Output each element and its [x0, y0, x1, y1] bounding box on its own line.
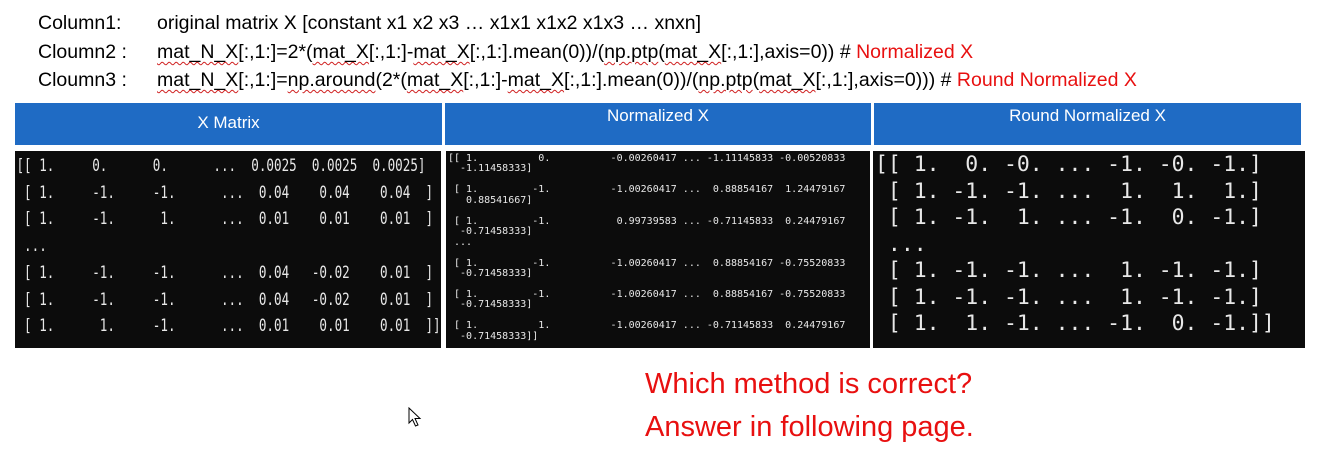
column3-code-var: mat_X — [507, 69, 565, 91]
answer-hint-text: Answer in following page. — [645, 411, 974, 443]
normalized-x-header: Normalized X — [445, 103, 871, 145]
x-matrix-title: X Matrix — [197, 113, 260, 132]
header-line-column2: Cloumn2 :mat_N_X[:,1:]=2*(mat_X[:,1:]-ma… — [38, 41, 973, 64]
column2-code-var: mat_X — [312, 41, 369, 63]
column1-description: original matrix X [constant x1 x2 x3 … x… — [157, 12, 702, 34]
mouse-pointer-icon — [408, 407, 422, 427]
round-normalized-x-title: Round Normalized X — [1009, 106, 1166, 125]
column2-code-var: mat_X — [664, 41, 722, 63]
column1-label: Column1: — [38, 12, 122, 34]
column2-code-var: mat_N_X — [157, 41, 239, 63]
column3-code-part: ( — [752, 69, 760, 91]
x-matrix-terminal: [[ 1. 0. 0. ... 0.0025 0.0025 0.0025] [ … — [15, 151, 441, 348]
column3-code-part: [:,1:]- — [463, 69, 508, 91]
normalized-x-output: [[ 1. 0. -0.00260417 ... -1.11145833 -0.… — [448, 153, 846, 342]
column2-code-part: ( — [658, 41, 665, 63]
column3-code-part: [:,1:].mean(0))/( — [564, 69, 699, 91]
column3-code-part: [:,1:],axis=0))) # — [815, 69, 957, 91]
column3-code-part: (2*( — [375, 69, 407, 91]
x-matrix-output: [[ 1. 0. 0. ... 0.0025 0.0025 0.0025] [ … — [16, 156, 441, 337]
column3-note: Round Normalized X — [956, 69, 1137, 91]
x-matrix-header: X Matrix — [15, 103, 442, 145]
column2-note: Normalized X — [856, 41, 974, 63]
normalized-x-terminal: [[ 1. 0. -0.00260417 ... -1.11145833 -0.… — [446, 151, 870, 348]
column2-code-part: [:,1:],axis=0)) # — [721, 41, 857, 63]
normalized-x-title: Normalized X — [606, 106, 710, 125]
column3-code-var: mat_X — [406, 69, 464, 91]
column3-code-var: mat_N_X — [157, 69, 239, 91]
header-line-column3: Cloumn3 :mat_N_X[:,1:]=np.around(2*(mat_… — [38, 69, 1137, 92]
header-line-column1: Column1: original matrix X [constant x1 x… — [38, 12, 701, 35]
column2-code-var: mat_X — [413, 41, 470, 63]
column2-code-part: [:,1:]=2*( — [238, 41, 313, 63]
column2-code-part: [:,1:]- — [368, 41, 414, 63]
round-normalized-x-terminal: [[ 1. 0. -0. ... -1. -0. -1.] [ 1. -1. -… — [873, 151, 1305, 348]
column2-code-func: np.ptp — [604, 41, 659, 63]
round-normalized-x-output: [[ 1. 0. -0. ... -1. -0. -1.] [ 1. -1. -… — [875, 152, 1275, 335]
round-normalized-x-header: Round Normalized X — [874, 103, 1301, 145]
column3-code-part: [:,1:]= — [238, 69, 288, 91]
column3-code-var: mat_X — [759, 69, 816, 91]
column2-label: Cloumn2 : — [38, 41, 127, 63]
column2-code-part: [:,1:].mean(0))/( — [469, 41, 605, 63]
column3-label: Cloumn3 : — [38, 69, 127, 91]
column3-code-func: np.around — [287, 69, 376, 91]
question-text: Which method is correct? — [645, 368, 973, 400]
column3-code-func: np.ptp — [698, 69, 753, 91]
